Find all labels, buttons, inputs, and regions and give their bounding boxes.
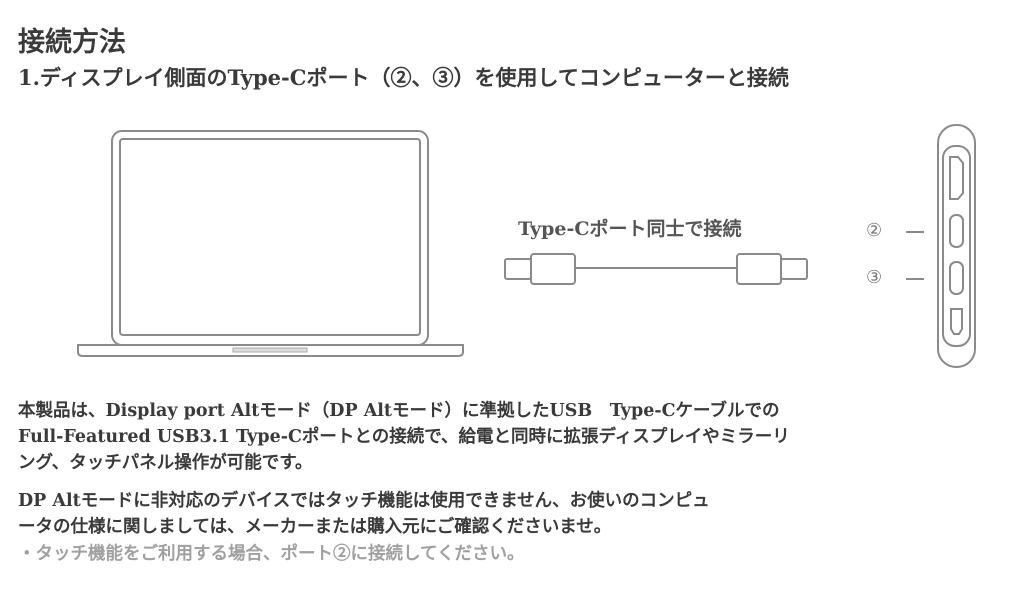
display-side-illustration: [906, 124, 976, 368]
usb-c-cable-illustration: [504, 253, 808, 285]
usb-c-port-2-icon: [949, 214, 964, 248]
compatibility-paragraph: DP Altモードに非対応のデバイスではタッチ機能は使用できません、お使いのコン…: [18, 488, 710, 540]
text-line: DP Altモードに非対応のデバイスではタッチ機能は使用できません、お使いのコン…: [18, 491, 710, 511]
port-label-3: ③: [866, 267, 883, 288]
page-title: 接続方法: [18, 27, 126, 58]
touch-note: ・タッチ機能をご利用する場合、ポート②に接続してください。: [18, 544, 525, 564]
hdmi-port-icon: [949, 156, 964, 200]
text-line: ング、タッチパネル操作が可能です。: [18, 453, 313, 473]
usb-c-port-3-icon: [949, 261, 964, 295]
cable-label: Type-Cポート同士で接続: [518, 218, 742, 240]
micro-usb-port-icon: [950, 308, 963, 335]
text-line: ータの仕様に関しましては、メーカーまたは購入元にご確認くださいませ。: [18, 517, 612, 537]
text-line: 本製品は、Display port Altモード（DP Altモード）に準拠した…: [18, 401, 780, 421]
laptop-illustration: [77, 130, 464, 357]
description-paragraph: 本製品は、Display port Altモード（DP Altモード）に準拠した…: [18, 398, 790, 476]
text-line: Full-Featured USB3.1 Type-Cポートとの接続で、給電と同…: [18, 427, 790, 447]
port-label-2: ②: [866, 220, 883, 241]
section-subtitle: 1.ディスプレイ側面のType-Cポート（②、③）を使用してコンピューターと接続: [18, 65, 789, 90]
